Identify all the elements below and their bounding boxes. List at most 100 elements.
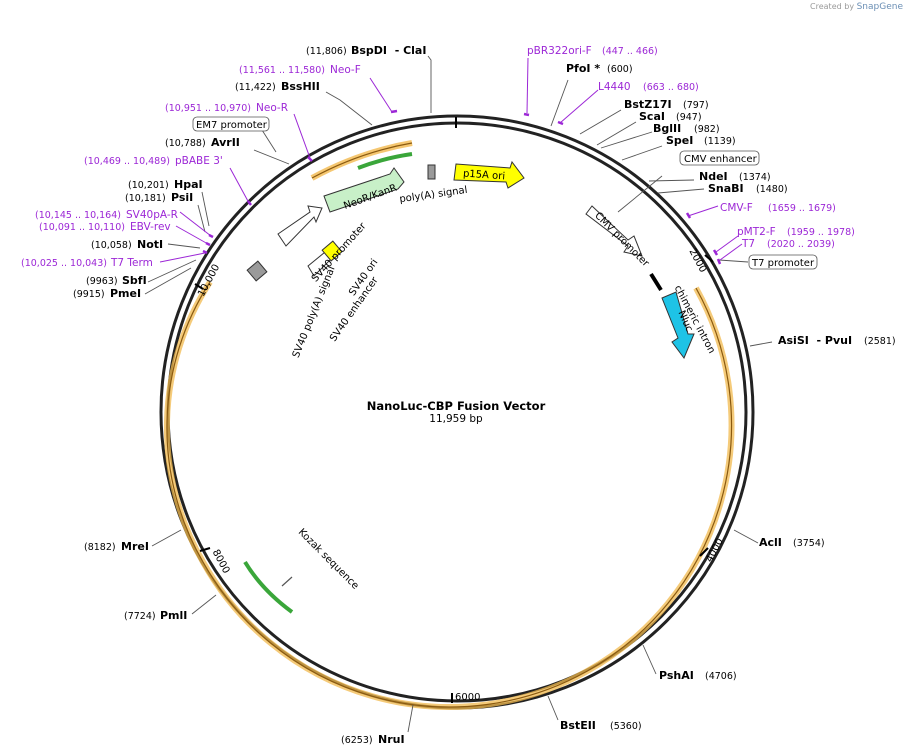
site-pos-hpai: (10,201) — [128, 180, 169, 191]
feature-sv40-ori[interactable] — [321, 240, 343, 262]
primer-leaders — [159, 57, 743, 263]
site-pos-pfoi: (600) — [607, 64, 633, 75]
site-leaders — [144, 55, 773, 733]
leader-l4440 — [559, 89, 599, 124]
plasmid-name: NanoLuc-CBP Fusion Vector — [367, 399, 546, 413]
site-acli: AclI — [759, 536, 782, 549]
primer-pos-ebv: (10,091 .. 10,110) — [39, 222, 125, 233]
primer-ebv: EBV-rev — [130, 221, 171, 233]
primer-neo-f: Neo-F — [330, 64, 361, 76]
leader-t7-promoter — [718, 259, 749, 263]
tick-4000 — [699, 547, 709, 557]
label-kozak: Kozak sequence — [296, 527, 361, 592]
site-pos-bglii: (982) — [694, 124, 720, 135]
primer-pos-sv40pa: (10,145 .. 10,164) — [35, 210, 121, 221]
site-avrii: AvrII — [211, 136, 240, 149]
leader-bsshii — [325, 91, 373, 126]
box-em7 — [192, 116, 270, 132]
primer-t7term: T7 Term — [110, 257, 153, 269]
site-pos-nrui: (6253) — [341, 735, 373, 746]
leader-spei — [621, 145, 663, 161]
label-polya-signal: poly(A) signal — [399, 185, 468, 205]
leader-scai — [596, 121, 637, 146]
site-pos-pshai: (4706) — [705, 671, 737, 682]
feature-neor-kanr[interactable] — [323, 167, 405, 213]
site-bstz17i: BstZ17I — [624, 98, 672, 111]
feature-sv40-polya[interactable] — [246, 260, 268, 282]
site-pos-pmei: (9915) — [73, 289, 105, 300]
leader-bglii — [600, 131, 653, 149]
label-cmv-enhancer: CMV enhancer — [684, 154, 758, 165]
site-bsteii: BstEII — [560, 719, 596, 732]
feature-polya-signal[interactable] — [427, 164, 436, 180]
site-pos-snabi: (1480) — [756, 184, 788, 195]
primer-pos-t7term: (10,025 .. 10,043) — [21, 258, 107, 269]
primer-pbr322: pBR322ori-F — [527, 45, 592, 57]
site-mrei: MreI — [121, 540, 149, 553]
site-pos-asisi: (2581) — [864, 336, 896, 347]
primer-l4440: L4440 — [598, 81, 631, 93]
orf-arc-main — [200, 286, 735, 710]
primer-pmt2: pMT2-F — [737, 226, 776, 238]
site-bglii: BglII — [653, 122, 681, 135]
site-scai: ScaI — [639, 110, 665, 123]
site-pos-pmli: (7724) — [124, 611, 156, 622]
leader-pbabe — [229, 167, 250, 204]
site-pmei: PmeI — [110, 287, 141, 300]
snapgene-credit: Created by SnapGene — [810, 2, 903, 12]
feature-p15a-ori[interactable] — [453, 160, 525, 189]
label-p15a-ori: p15A ori — [463, 168, 506, 182]
site-labels: (11,806) BspDI - ClaI (11,422) BssHII (1… — [73, 44, 896, 746]
orf-arc-left-line — [166, 281, 211, 563]
snapgene-logo: SnapGene — [856, 2, 903, 12]
primer-pos-pbr322: (447 .. 466) — [602, 46, 658, 57]
leader-psii — [197, 204, 206, 233]
leader-em7 — [261, 129, 277, 153]
label-em7-promoter: EM7 promoter — [196, 120, 268, 131]
leader-t7term — [159, 252, 206, 263]
primer-pos-t7: (2020 .. 2039) — [767, 239, 835, 250]
feature-cmv-promoter[interactable] — [585, 205, 643, 257]
site-hpai: HpaI — [174, 178, 203, 191]
primer-cmv-f: CMV-F — [720, 202, 753, 214]
feature-chimeric-intron[interactable] — [649, 272, 663, 292]
leader-sv40pa — [179, 211, 212, 237]
site-pshai: PshAI — [659, 669, 694, 682]
site-asisi: AsiSI - PvuI — [778, 334, 852, 347]
feature-nluc[interactable] — [661, 291, 695, 359]
leader-sbfi — [147, 259, 197, 283]
tick-2000 — [704, 254, 714, 263]
plasmid-length: 11,959 bp — [429, 413, 483, 425]
leader-t7 — [719, 243, 743, 261]
site-pos-bstz17i: (797) — [683, 100, 709, 111]
leader-cmv-enhancer — [617, 175, 663, 213]
site-ndei: NdeI — [699, 170, 728, 183]
site-pos-ndei: (1374) — [739, 172, 771, 183]
green-arrow-kozak — [243, 560, 294, 614]
primer-marks — [202, 109, 722, 265]
leader-pmli — [191, 594, 217, 615]
leader-noti — [167, 243, 201, 249]
primer-pos-pmt2: (1959 .. 1978) — [787, 227, 855, 238]
site-snabi: SnaBI — [708, 182, 744, 195]
site-pos-scai: (947) — [676, 112, 702, 123]
site-pos-mrei: (8182) — [84, 542, 116, 553]
leader-asisi — [749, 341, 773, 347]
site-pos-sbfi: (9963) — [86, 276, 118, 287]
tick-8000 — [199, 547, 211, 552]
site-spei: SpeI — [666, 134, 693, 147]
orf-arc-main-line — [202, 287, 733, 708]
feature-sv40-promoter[interactable] — [277, 205, 323, 247]
leader-pshai — [642, 644, 657, 675]
leader-clai — [427, 55, 432, 113]
leader-snabi — [657, 188, 705, 194]
tick-10000 — [194, 283, 204, 290]
primer-pos-cmv-f: (1659 .. 1679) — [768, 203, 836, 214]
orf-arc-top-line — [311, 142, 413, 179]
primer-neo-r: Neo-R — [256, 102, 288, 114]
site-pos-bsshii: (11,422) — [235, 82, 276, 93]
leader-acli — [733, 529, 759, 544]
leader-nrui — [407, 704, 414, 733]
primer-sv40pa: SV40pA-R — [126, 209, 178, 221]
leader-pbr322 — [526, 57, 529, 114]
